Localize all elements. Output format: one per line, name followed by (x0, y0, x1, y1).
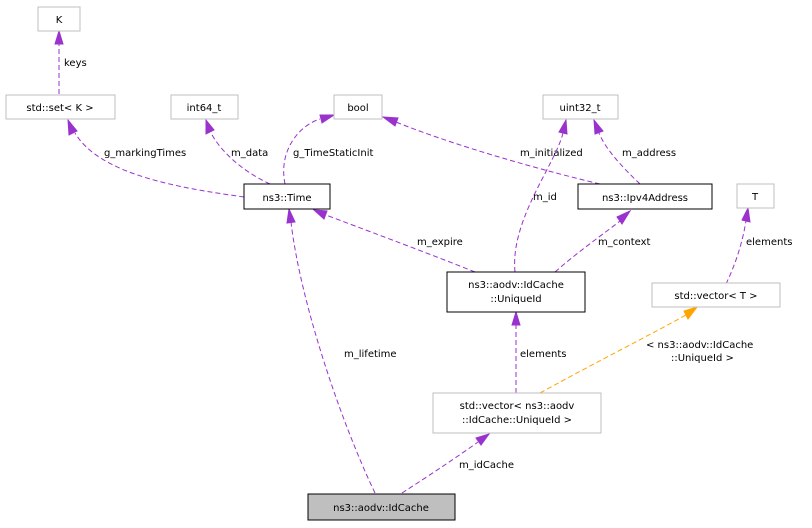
edge-label-m-address: m_address (622, 148, 676, 159)
node-int64[interactable]: int64_t (170, 94, 239, 120)
node-vector-t-label: std::vector< T > (674, 291, 757, 302)
node-k-label: K (56, 15, 63, 26)
edge-label-g-markingtimes: g_markingTimes (104, 148, 186, 159)
node-uniqueid-label-1: ns3::aodv::IdCache (468, 280, 564, 291)
edge-label-m-lifetime: m_lifetime (344, 349, 397, 360)
node-ipv4[interactable]: ns3::Ipv4Address (577, 183, 713, 210)
node-bool[interactable]: bool (333, 94, 383, 120)
node-vector-t[interactable]: std::vector< T > (651, 282, 781, 308)
node-t-label: T (751, 192, 759, 203)
node-uint32-label: uint32_t (559, 103, 600, 114)
arrow-keys (54, 29, 64, 45)
edge-label-elements-u: elements (520, 349, 566, 360)
node-idcache-label: ns3::aodv::IdCache (333, 503, 429, 514)
node-idcache[interactable]: ns3::aodv::IdCache (307, 493, 456, 521)
edge-m-lifetime (290, 221, 376, 494)
edge-label-m-expire: m_expire (417, 237, 463, 248)
node-time[interactable]: ns3::Time (243, 183, 331, 210)
edge-m-expire (325, 214, 476, 273)
arrow-g-timestaticinit (319, 114, 336, 124)
edge-g-markingtimes (74, 132, 245, 198)
edge-m-idcache (401, 441, 479, 494)
edge-label-m-context: m_context (598, 237, 651, 248)
edge-m-data (210, 132, 271, 185)
edge-label-m-initialized: m_initialized (520, 148, 583, 159)
node-ipv4-label: ns3::Ipv4Address (602, 193, 688, 204)
node-uniqueid-label-2: ::UniqueId (490, 294, 541, 305)
edge-elements-t (725, 220, 747, 285)
node-time-label: ns3::Time (262, 193, 311, 204)
arrow-m-address (593, 118, 604, 135)
node-uint32[interactable]: uint32_t (542, 94, 619, 120)
arrow-m-idcache (475, 433, 491, 446)
arrow-m-data (205, 118, 215, 135)
edge-template (539, 314, 687, 394)
node-set[interactable]: std::set< K > (5, 94, 116, 120)
node-uniqueid[interactable]: ns3::aodv::IdCache ::UniqueId (446, 271, 586, 313)
node-bool-label: bool (347, 103, 368, 114)
edge-label-m-data: m_data (231, 148, 268, 159)
edge-label-keys: keys (64, 58, 87, 69)
edge-label-m-idcache: m_idCache (459, 460, 514, 471)
edge-m-context (554, 220, 621, 273)
arrow-g-markingtimes (67, 118, 78, 136)
node-k[interactable]: K (37, 6, 81, 32)
edges: keys g_markingTimes m_data g_TimeStaticI… (54, 29, 792, 494)
edge-label-template-1: < ns3::aodv::IdCache (646, 340, 753, 351)
arrow-m-expire (312, 209, 328, 220)
node-t[interactable]: T (736, 183, 775, 209)
arrow-m-initialized (381, 116, 399, 127)
edge-label-m-id: m_id (533, 192, 557, 203)
arrow-elements-t (741, 206, 751, 223)
arrow-m-context (616, 209, 632, 225)
node-vector-uniqueid-label-1: std::vector< ns3::aodv (460, 401, 575, 412)
edge-label-g-timestaticinit: g_TimeStaticInit (293, 148, 373, 159)
edge-m-initialized (395, 121, 601, 185)
arrow-m-lifetime (286, 207, 296, 224)
arrow-template (683, 306, 699, 320)
edge-g-timestaticinit (283, 118, 321, 185)
edge-label-elements-t: elements (746, 237, 792, 248)
arrow-m-id (558, 118, 568, 135)
node-int64-label: int64_t (187, 103, 222, 114)
edge-label-template-2: ::UniqueId > (671, 353, 734, 364)
node-vector-uniqueid[interactable]: std::vector< ns3::aodv ::IdCache::Unique… (432, 392, 602, 434)
arrow-elements-u (511, 310, 521, 326)
nodes: K std::set< K > int64_t bool uint32_t ns… (5, 6, 781, 521)
node-set-label: std::set< K > (26, 103, 93, 114)
node-vector-uniqueid-label-2: ::IdCache::UniqueId > (462, 415, 572, 426)
edge-m-id (514, 132, 564, 273)
